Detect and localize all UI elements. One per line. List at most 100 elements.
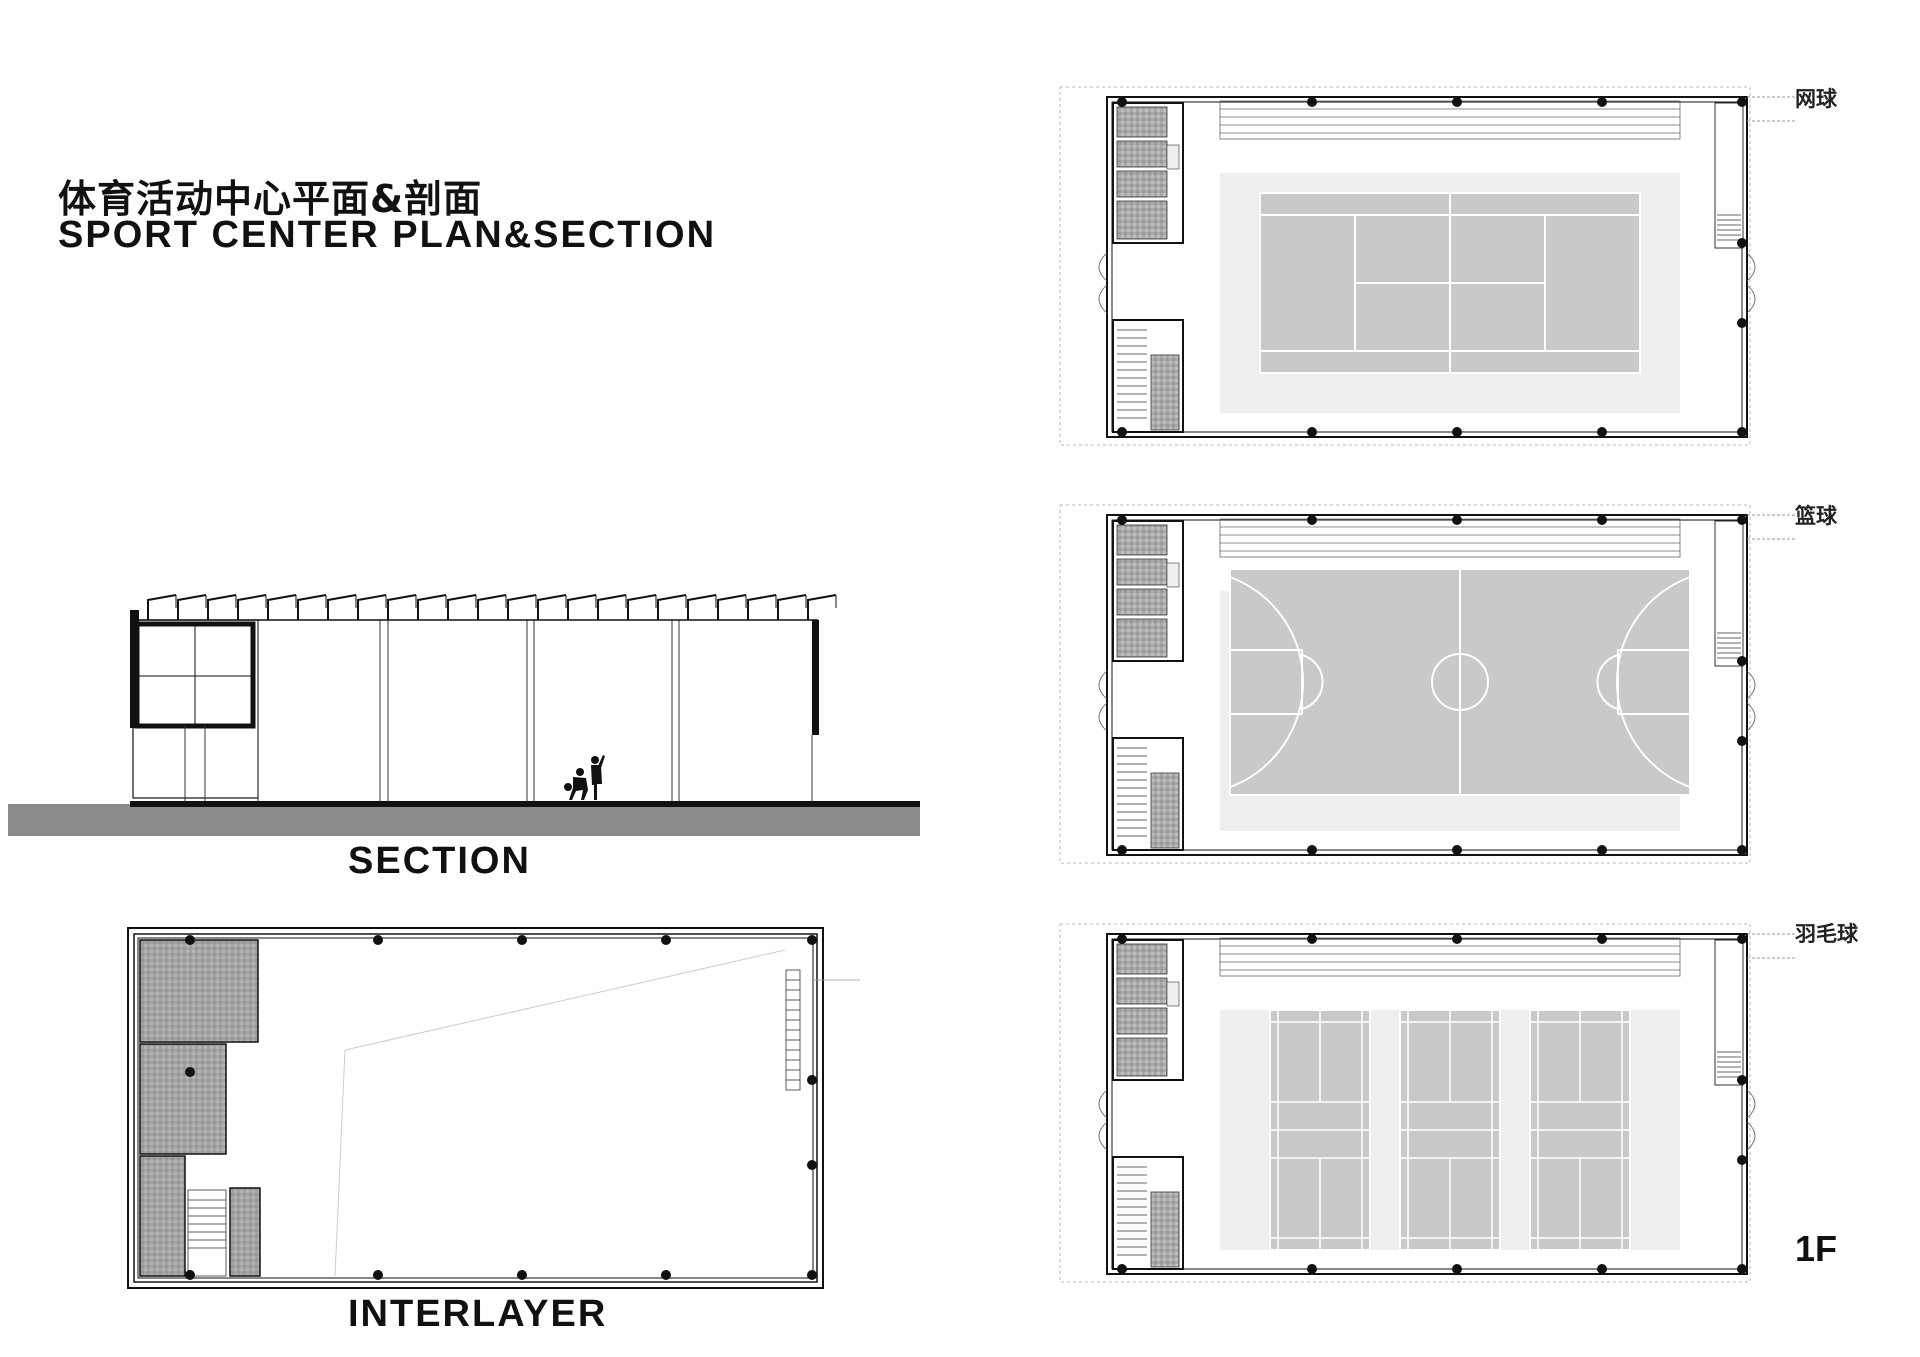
plan-label-basketball: 篮球 [1795, 504, 1837, 528]
bleachers [1219, 937, 1681, 977]
column [1737, 1155, 1747, 1165]
interlayer-stair [187, 1189, 227, 1277]
roof-skylight [507, 594, 537, 620]
interlayer-caption: INTERLAYER [348, 1293, 608, 1335]
entrance-door [1098, 1089, 1108, 1151]
service-room [1150, 1191, 1180, 1268]
wc-fixture [1166, 144, 1180, 170]
service-room [1150, 772, 1180, 849]
column [1597, 515, 1607, 525]
floor-label-1f: 1F [1795, 1228, 1838, 1269]
entrance-door [1746, 1089, 1756, 1151]
roof-skylight [477, 594, 507, 620]
roof-skylight [687, 594, 717, 620]
plan-columns [1117, 515, 1747, 855]
site-boundary [1059, 504, 1751, 864]
basketball-lines [1229, 569, 1691, 795]
column [1307, 1264, 1317, 1274]
service-room [1116, 200, 1168, 240]
roof-skylight [207, 594, 237, 620]
section-roof-sawtooth [147, 594, 837, 620]
inner-wall [1111, 938, 1743, 1270]
column [1307, 845, 1317, 855]
section-drawing [8, 594, 920, 836]
entrance-door [1746, 252, 1756, 314]
column [1452, 1264, 1462, 1274]
service-room [1116, 524, 1168, 556]
column [1452, 845, 1462, 855]
column [1737, 97, 1747, 107]
right-stair [1714, 102, 1744, 249]
column [1307, 934, 1317, 944]
basketball-plan [1059, 504, 1795, 864]
roof-skylight [237, 594, 267, 620]
interlayer-room-1 [139, 939, 259, 1043]
roof-skylight [447, 594, 477, 620]
service-room [1116, 1037, 1168, 1077]
roof-skylight [777, 594, 807, 620]
column [1597, 845, 1607, 855]
service-room [1150, 354, 1180, 431]
service-room [1116, 106, 1168, 138]
column [1117, 427, 1127, 437]
stair [1117, 329, 1147, 419]
column [1597, 1264, 1607, 1274]
bleachers [1219, 100, 1681, 140]
roof-skylight [747, 594, 777, 620]
interlayer-outer-wall [127, 927, 824, 1289]
stair [1117, 747, 1147, 837]
interlayer-room-2 [139, 1043, 227, 1155]
roof-skylight [567, 594, 597, 620]
column [1737, 238, 1747, 248]
outer-wall [1106, 514, 1748, 856]
roof-skylight [417, 594, 447, 620]
column [1117, 1264, 1127, 1274]
bleachers [1219, 518, 1681, 558]
column [1597, 427, 1607, 437]
service-room [1116, 1007, 1168, 1035]
service-room [1116, 140, 1168, 168]
interlayer-right-stair [785, 969, 801, 1091]
basketball-players-silhouette [564, 755, 605, 800]
tennis-lines [1260, 193, 1640, 373]
right-stair [1714, 939, 1744, 1086]
outer-wall [1106, 933, 1748, 1275]
entrance-door [1098, 252, 1108, 314]
badminton-lines [1400, 1010, 1500, 1250]
outer-wall [1106, 96, 1748, 438]
roof-skylight [807, 594, 837, 620]
roof-skylight [177, 594, 207, 620]
roof-skylight [717, 594, 747, 620]
roof-skylight [327, 594, 357, 620]
page-title-cn: 体育活动中心平面&剖面 [58, 177, 483, 221]
ground-slab [8, 804, 920, 836]
column [1737, 656, 1747, 666]
plan-columns [1117, 97, 1747, 437]
interlayer-columns [185, 935, 817, 1280]
column [1307, 427, 1317, 437]
site-boundary [1059, 923, 1751, 1283]
roof-skylight [627, 594, 657, 620]
column [1452, 97, 1462, 107]
service-room [1116, 943, 1168, 975]
column [1737, 318, 1747, 328]
column [1452, 515, 1462, 525]
column [1737, 934, 1747, 944]
column [1117, 97, 1127, 107]
roof-skylight [267, 594, 297, 620]
wc-fixture [1166, 562, 1180, 588]
inner-wall [1111, 101, 1743, 433]
interlayer-plan [127, 927, 860, 1289]
column [1117, 515, 1127, 525]
column [1737, 1264, 1747, 1274]
roof-skylight [597, 594, 627, 620]
entrance-door [1098, 670, 1108, 732]
badminton-plan [1059, 923, 1795, 1283]
interlayer-room-3 [139, 1155, 186, 1277]
roof-skylight [297, 594, 327, 620]
roof-skylight [657, 594, 687, 620]
badminton-lines [1530, 1010, 1630, 1250]
stair [1117, 1166, 1147, 1256]
column [1307, 515, 1317, 525]
site-boundary [1059, 86, 1751, 446]
